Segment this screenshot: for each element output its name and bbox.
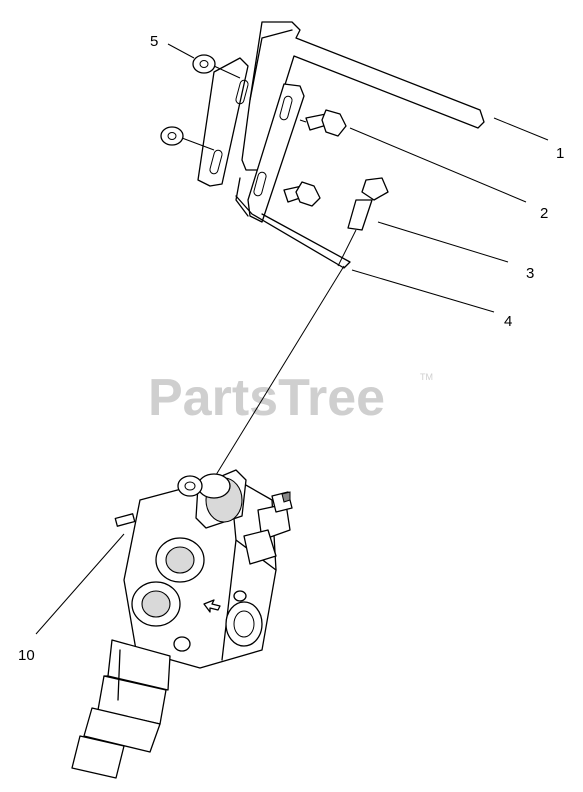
watermark-text: PartsTree bbox=[148, 369, 385, 427]
callout-10: 10 bbox=[18, 647, 35, 664]
shaft-part-4 bbox=[207, 229, 357, 489]
callouts: 5 1 2 3 4 10 bbox=[18, 33, 564, 664]
callout-2: 2 bbox=[540, 205, 548, 222]
watermark-trademark: TM bbox=[420, 372, 433, 382]
pin-part-3 bbox=[347, 177, 389, 231]
callout-4: 4 bbox=[504, 313, 512, 330]
bracket-part-1 bbox=[197, 21, 485, 269]
callout-1: 1 bbox=[556, 145, 564, 162]
leader-lines bbox=[35, 43, 549, 635]
control-valve bbox=[71, 469, 293, 779]
bolt-part-2 bbox=[283, 109, 347, 207]
watermark: PartsTree TM bbox=[148, 369, 433, 427]
callout-5: 5 bbox=[150, 33, 158, 50]
key-part-10 bbox=[114, 513, 136, 527]
callout-3: 3 bbox=[526, 265, 534, 282]
nut-part-5 bbox=[160, 54, 241, 151]
